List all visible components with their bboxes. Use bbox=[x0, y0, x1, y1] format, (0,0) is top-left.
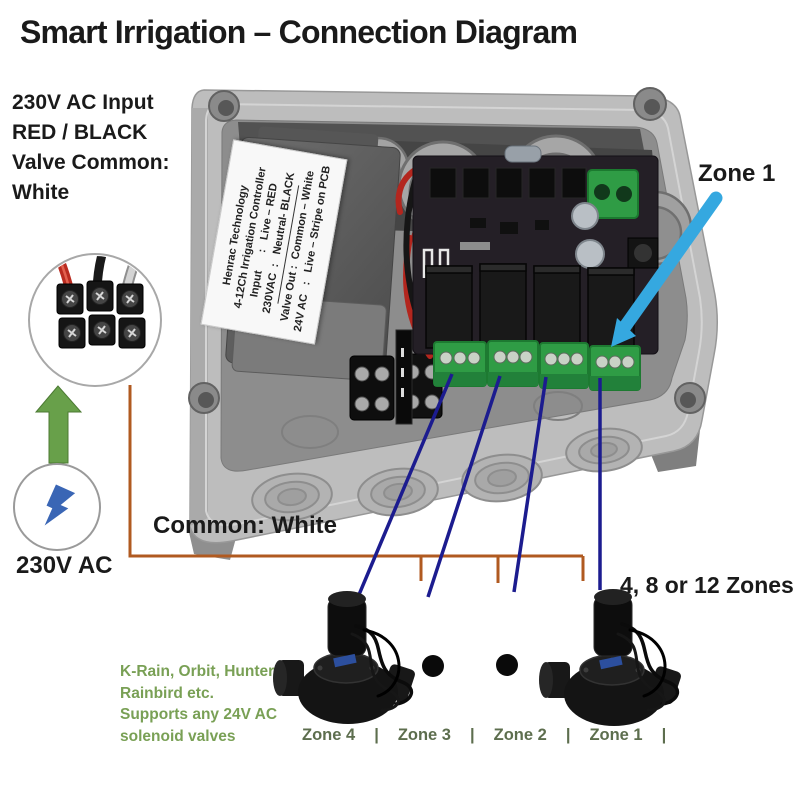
capacitors bbox=[571, 202, 605, 269]
zone-count-label: 4, 8 or 12 Zones bbox=[620, 572, 794, 598]
up-arrow-icon bbox=[34, 385, 83, 464]
zone-label: Zone 2 bbox=[493, 726, 547, 744]
screw-slots bbox=[65, 291, 137, 338]
power-input-line: 230V AC Input bbox=[12, 91, 154, 114]
zone-wire bbox=[356, 373, 454, 598]
power-input-line: White bbox=[12, 181, 70, 204]
valve-compat-line: K-Rain, Orbit, Hunter bbox=[120, 663, 275, 680]
small-components bbox=[460, 218, 549, 250]
box-inner-rim bbox=[205, 102, 703, 527]
zone-label-row: Zone 4 | Zone 3 | Zone 2 | Zone 1 | bbox=[302, 726, 666, 745]
inductor bbox=[627, 237, 659, 269]
corner-screw bbox=[208, 90, 240, 122]
power-input-line: Valve Common: bbox=[12, 151, 170, 174]
zone-wire bbox=[426, 375, 502, 598]
power-input-note: 230V AC Input RED / BLACK Valve Common: … bbox=[12, 88, 170, 208]
mains-connector-detail bbox=[28, 253, 162, 387]
valve-compat-note: K-Rain, Orbit, Hunter Rainbird etc. Supp… bbox=[120, 661, 277, 747]
usb-port bbox=[504, 145, 542, 163]
valve-compat-line: Rainbird etc. bbox=[120, 684, 214, 702]
lightning-icon bbox=[44, 484, 76, 526]
zone-wire bbox=[512, 376, 548, 593]
solenoid-valve-left bbox=[273, 591, 415, 724]
zone-terminal bbox=[589, 345, 641, 391]
power-source-symbol bbox=[13, 463, 101, 551]
corner-screw bbox=[674, 382, 706, 414]
valve-blue-band bbox=[333, 653, 357, 668]
driver-components bbox=[429, 167, 587, 199]
connector-contents bbox=[41, 256, 153, 349]
power-input-line: RED / BLACK bbox=[12, 121, 148, 144]
connector-screws bbox=[61, 287, 141, 342]
valve-blue-band bbox=[599, 655, 623, 670]
zone-terminal bbox=[487, 340, 539, 387]
common-wire-line bbox=[128, 385, 585, 583]
front-knockout bbox=[357, 467, 439, 517]
zone-separator: | bbox=[565, 726, 571, 744]
box-left-wall-shade bbox=[190, 108, 208, 526]
valve-wires bbox=[350, 624, 414, 712]
zone-terminal-blocks bbox=[433, 340, 641, 391]
mains-terminal-strip bbox=[349, 329, 443, 425]
diagram-title: Smart Irrigation – Connection Diagram bbox=[20, 14, 578, 50]
circuit-board bbox=[412, 145, 659, 391]
power-source-label: 230V AC bbox=[16, 552, 113, 579]
zone-terminal bbox=[433, 341, 487, 387]
valve-compat-line: Supports any 24V AC bbox=[120, 706, 278, 723]
zone-separator: | bbox=[470, 726, 475, 744]
corner-screw bbox=[188, 382, 220, 414]
zone-terminal bbox=[539, 342, 589, 389]
zone-separator: | bbox=[374, 726, 379, 744]
relays bbox=[425, 263, 635, 351]
front-knockout bbox=[251, 472, 333, 522]
zone-label: Zone 3 bbox=[397, 726, 451, 744]
ellipsis-dot bbox=[496, 654, 518, 676]
ellipsis-dot bbox=[422, 655, 444, 677]
solenoid-valve-right bbox=[539, 589, 681, 726]
front-knockout bbox=[461, 453, 543, 503]
zone-label: Zone 1 bbox=[589, 726, 643, 744]
relay-module-marks bbox=[401, 348, 404, 397]
floor-ring bbox=[281, 415, 339, 449]
zone1-arrow-icon bbox=[611, 191, 723, 347]
zone-label: Zone 4 bbox=[302, 726, 356, 744]
zone-wire-lines bbox=[356, 373, 602, 598]
common-wire-label: Common: White bbox=[153, 512, 337, 539]
zone1-label: Zone 1 bbox=[698, 160, 776, 187]
power-terminal-2pin bbox=[587, 169, 639, 219]
zone-separator: | bbox=[661, 726, 667, 744]
valve-compat-line: solenoid valves bbox=[120, 727, 236, 745]
corner-screw bbox=[633, 87, 667, 121]
floor-ring bbox=[533, 391, 583, 421]
front-knockout bbox=[565, 427, 643, 473]
valve-wires bbox=[616, 622, 680, 712]
